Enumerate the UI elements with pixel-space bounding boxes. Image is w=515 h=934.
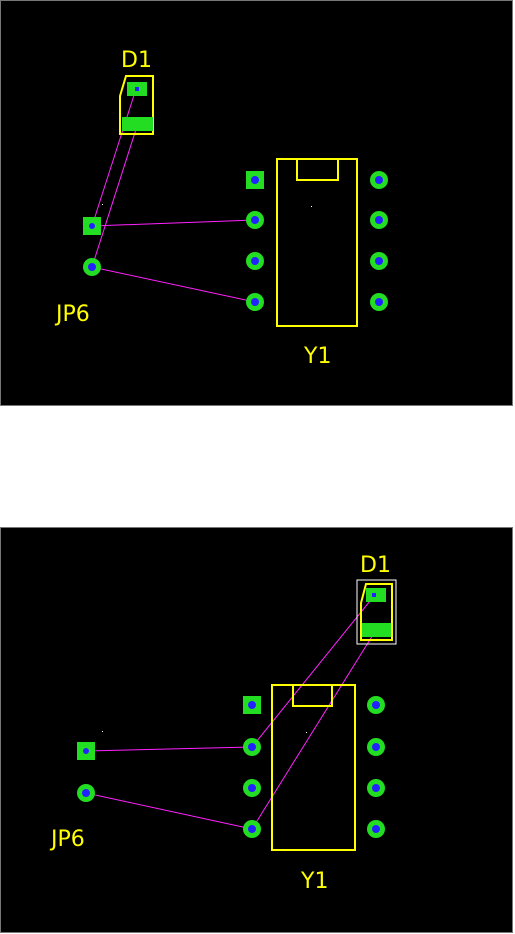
origin-marker — [311, 206, 312, 207]
d1-pad-2 — [362, 623, 391, 637]
pcb-view-after: D1 JP6 Y1 — [0, 527, 513, 933]
jp6-drill-2 — [82, 789, 90, 797]
drill — [251, 298, 259, 306]
jp6-label: JP6 — [54, 302, 90, 327]
pcb-canvas-before[interactable]: D1 JP6 Y1 — [1, 1, 514, 407]
ratsnest-line — [92, 267, 255, 302]
d1-drill — [372, 593, 376, 597]
drill — [375, 176, 383, 184]
jp6-drill-1 — [83, 748, 89, 754]
y1-outline — [272, 685, 355, 850]
ratsnest-line — [92, 123, 138, 267]
drill — [375, 216, 383, 224]
origin-marker — [102, 204, 103, 205]
ratsnest-line — [86, 793, 252, 829]
d1-pad-2 — [122, 117, 153, 131]
drill — [372, 784, 380, 792]
drill — [372, 825, 380, 833]
jp6-label: JP6 — [49, 827, 85, 852]
drill — [248, 784, 256, 792]
ratsnest-line — [252, 630, 376, 829]
drill — [248, 701, 256, 709]
ratsnest-line — [92, 220, 255, 226]
drill — [251, 257, 259, 265]
jp6-drill-1 — [89, 223, 95, 229]
d1-drill — [135, 87, 139, 91]
drill — [372, 701, 380, 709]
pcb-view-before: D1 JP6 Y1 — [0, 0, 513, 406]
pcb-canvas-after[interactable]: D1 JP6 Y1 — [1, 528, 514, 934]
ratsnest-line — [92, 89, 136, 226]
drill — [372, 743, 380, 751]
drill — [251, 176, 259, 184]
drill — [375, 257, 383, 265]
y1-label: Y1 — [300, 869, 328, 894]
drill — [248, 825, 256, 833]
drill — [251, 216, 259, 224]
drill — [375, 298, 383, 306]
jp6-drill-2 — [88, 263, 96, 271]
ratsnest-line — [86, 747, 252, 751]
d1-label: D1 — [360, 553, 391, 578]
y1-notch — [297, 159, 338, 180]
origin-marker — [102, 731, 103, 732]
d1-label: D1 — [121, 48, 152, 73]
drill — [248, 743, 256, 751]
y1-label: Y1 — [303, 344, 331, 369]
y1-notch — [293, 685, 332, 706]
origin-marker — [306, 732, 307, 733]
y1-outline — [277, 159, 357, 326]
